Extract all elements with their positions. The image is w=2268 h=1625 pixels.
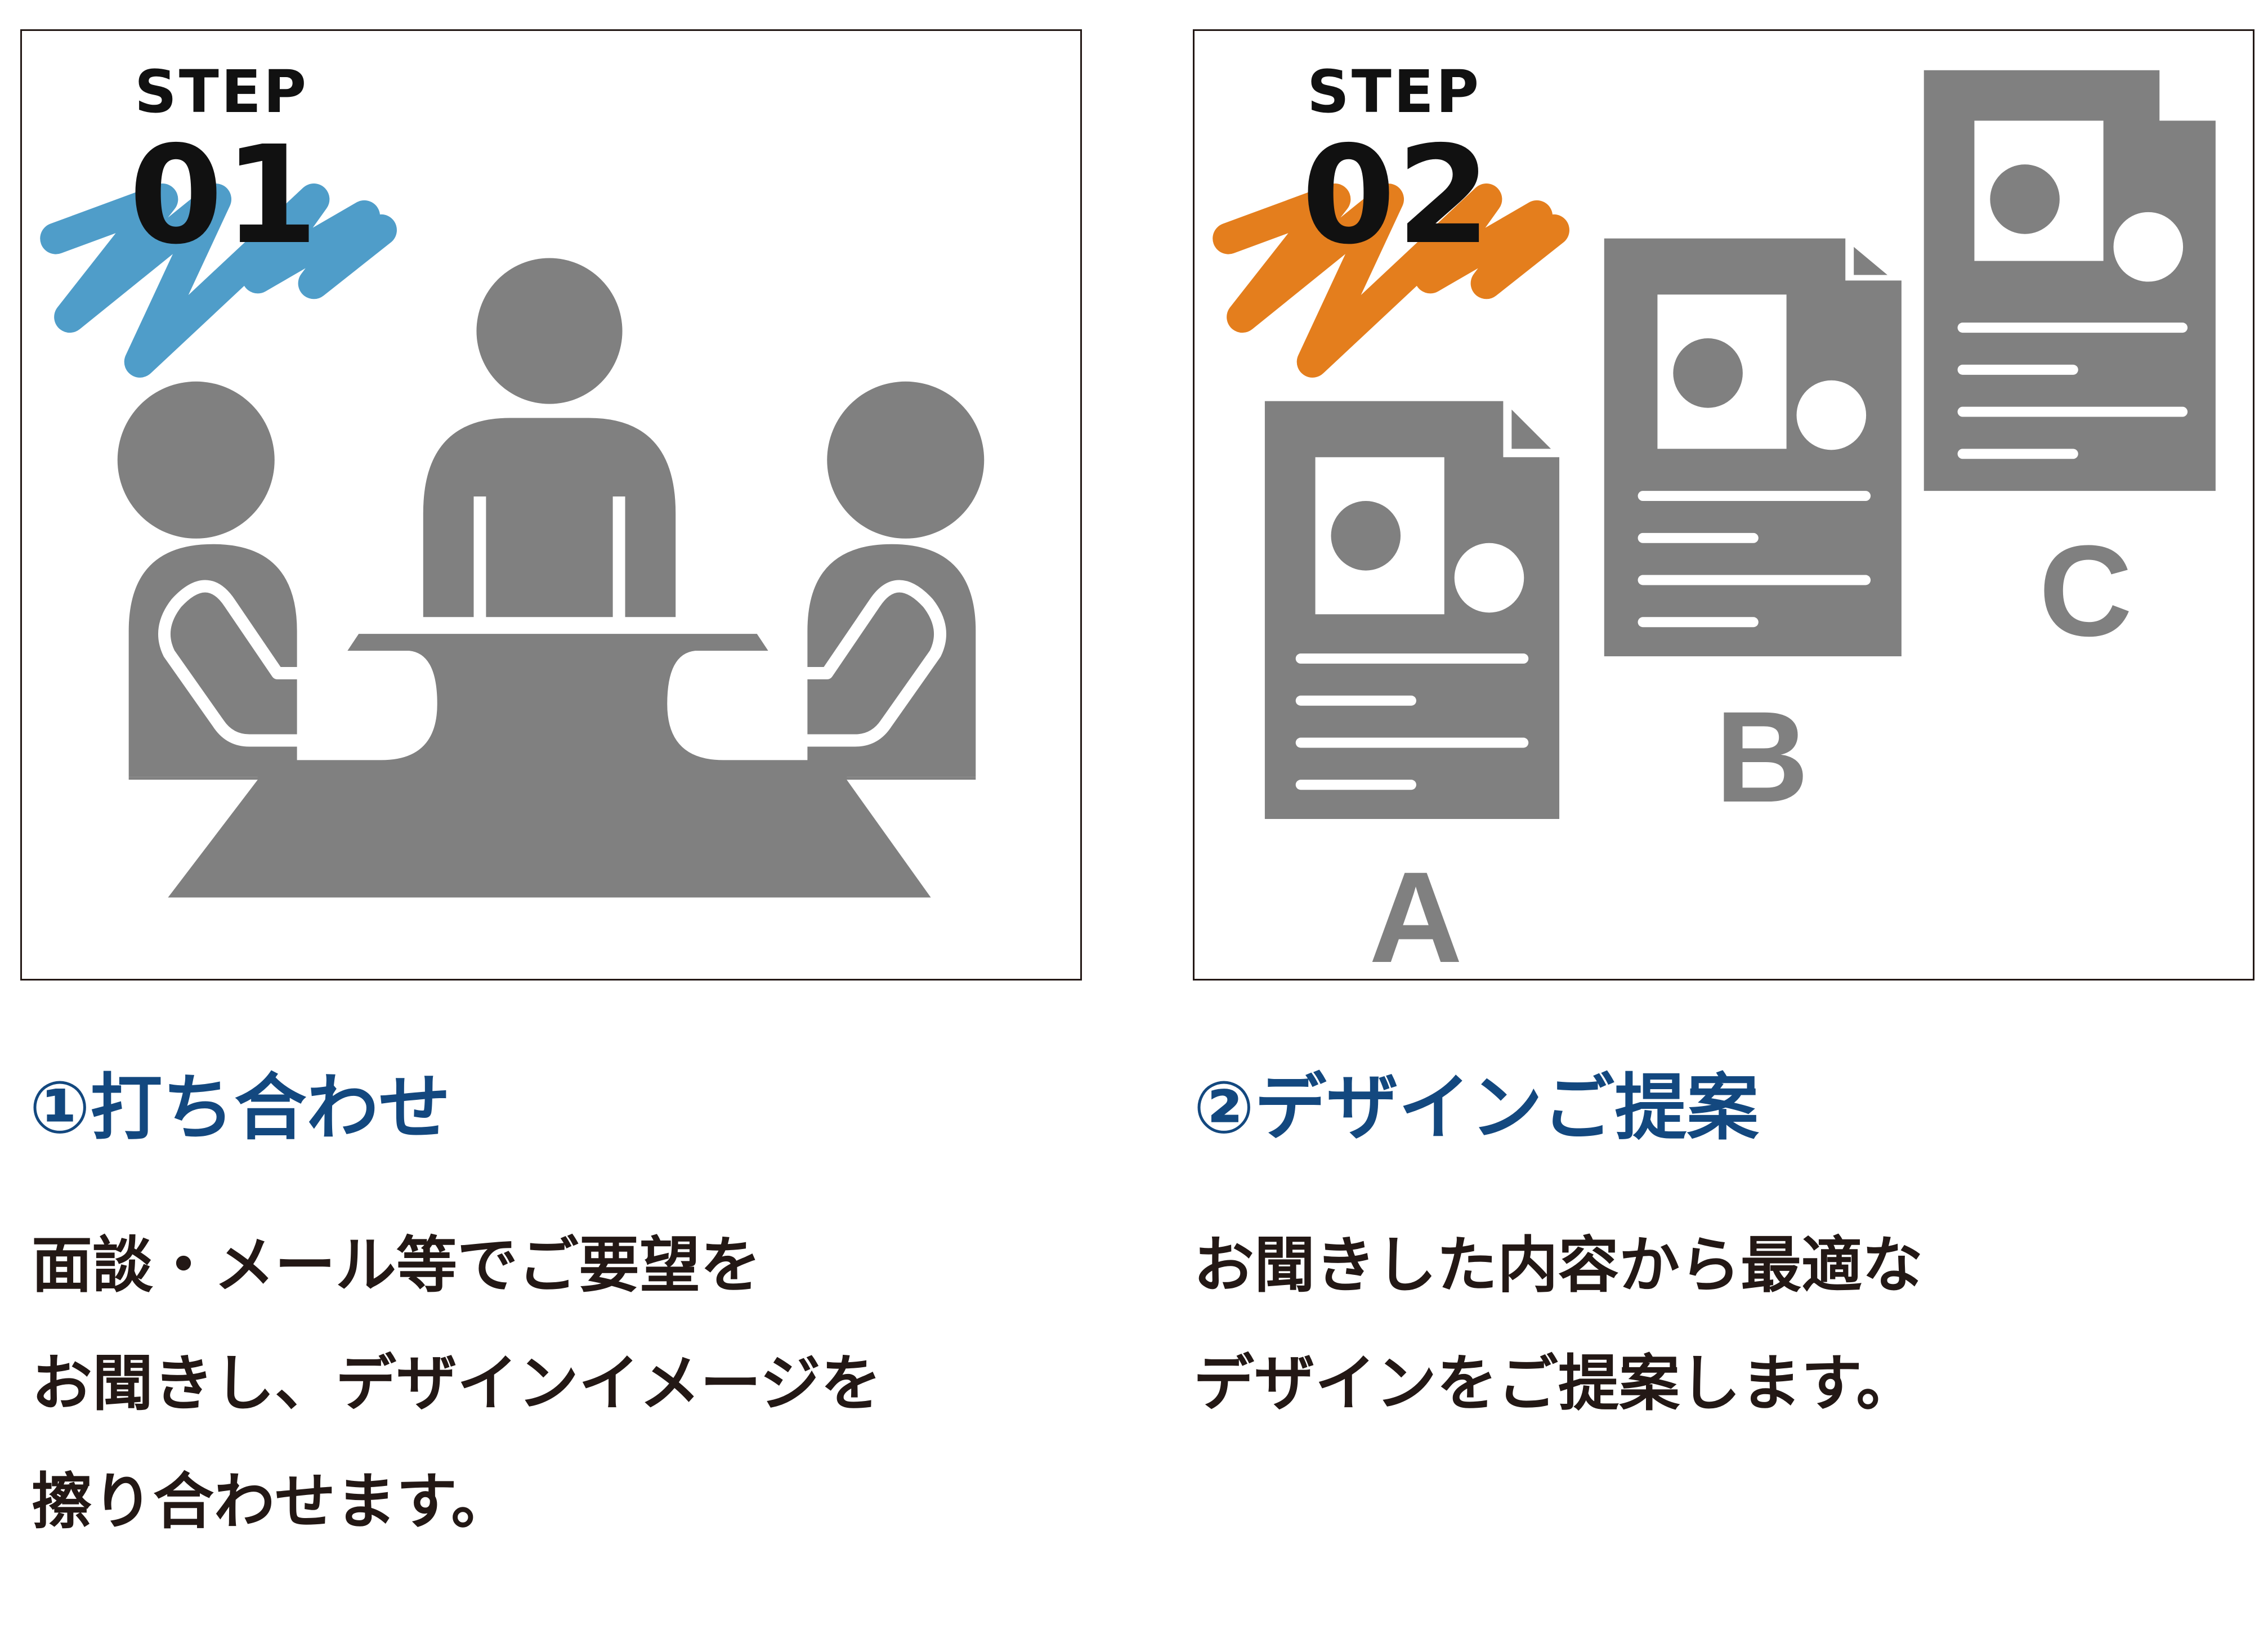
document-b-label: B xyxy=(1715,684,1809,829)
meeting-icon xyxy=(40,183,985,898)
step1-panel: STEP 01 xyxy=(20,29,1082,981)
step-number: 02 xyxy=(1301,117,1492,274)
step1-description-line: 面談・メール等でご要望を xyxy=(32,1230,762,1301)
meeting-table xyxy=(128,634,976,898)
step1-scribble xyxy=(40,183,397,378)
person-center-body xyxy=(423,418,676,617)
document-a-label: A xyxy=(1369,845,1463,981)
step1-description-line: お聞きし、デザインイメージを xyxy=(32,1349,882,1419)
person-center-head xyxy=(476,258,623,404)
step2-scribble xyxy=(1213,183,1569,378)
step1-description-line: 擦り合わせます。 xyxy=(32,1467,512,1537)
document-b xyxy=(1604,238,1902,657)
step2-description-line: デザインをご提案します。 xyxy=(1193,1349,1917,1419)
step-label: STEP xyxy=(135,57,309,126)
person-right-head xyxy=(827,381,985,539)
step-label: STEP xyxy=(1307,57,1482,126)
person-left-head xyxy=(117,381,275,539)
step2-panel: C B A STEP 02 xyxy=(1193,29,2254,981)
document-c-label: C xyxy=(2039,518,2133,663)
step2-description-line: お聞きした内容から最適な xyxy=(1193,1230,1923,1301)
step-number: 01 xyxy=(129,117,319,274)
document-a xyxy=(1264,401,1560,820)
design-documents-icon xyxy=(1213,70,2216,820)
document-c xyxy=(1923,70,2216,491)
step2-heading: ②デザインご提案 xyxy=(1193,1066,1759,1150)
step1-heading: ①打ち合わせ xyxy=(29,1066,451,1150)
